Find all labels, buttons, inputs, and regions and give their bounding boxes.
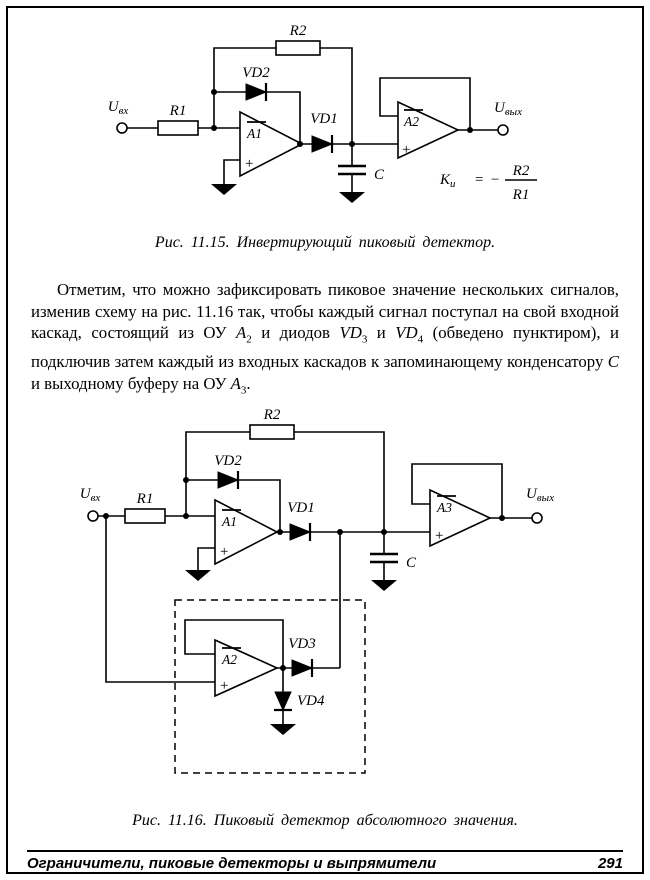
vd4-label: VD4 <box>297 693 325 709</box>
input-voltage-label: Uвх <box>108 99 129 117</box>
resistor-r1 <box>124 508 166 524</box>
opamp-a3-plus: + <box>435 528 443 544</box>
diode-vd2 <box>245 83 268 101</box>
input-terminal <box>87 510 99 522</box>
fig2-components <box>87 424 543 735</box>
fig1-labels: Uвх R1 R2 VD2 VD1 C A1 + A2 + Uвых <box>108 23 522 183</box>
junction-dot <box>277 529 283 535</box>
formula-numerator: R2 <box>512 163 530 179</box>
opamp-a1-plus: + <box>220 544 228 560</box>
junction-dot <box>103 513 109 519</box>
figure-11-16-caption: Рис. 11.16. Пиковый детектор абсолютного… <box>132 812 518 829</box>
ground-a1 <box>185 570 211 581</box>
diode-vd1 <box>311 135 334 153</box>
footer-divider <box>27 850 623 852</box>
junction-dot <box>349 141 355 147</box>
opamp-a1-label: A1 <box>221 514 237 529</box>
capacitor-c <box>370 552 398 564</box>
opamp-a2-plus: + <box>220 678 228 694</box>
page-footer: Ограничители, пиковые детекторы и выпрям… <box>27 855 623 872</box>
opamp-a2-body <box>397 100 460 160</box>
junction-dot <box>297 141 303 147</box>
vd2-label: VD2 <box>214 453 242 469</box>
opamp-a3-label: A3 <box>436 500 452 515</box>
footer-page-number: 291 <box>597 855 623 872</box>
opamp-a2-plus: + <box>402 142 410 158</box>
footer-chapter-title: Ограничители, пиковые детекторы и выпрям… <box>27 855 437 872</box>
c-label: C <box>406 555 417 571</box>
formula-minus: − <box>490 172 500 188</box>
ground-c <box>339 192 365 203</box>
junction-dot <box>337 529 343 535</box>
input-terminal <box>116 122 128 134</box>
opamp-a2-label: A2 <box>403 114 419 129</box>
ground-c <box>371 580 397 591</box>
junction-dot <box>499 515 505 521</box>
junction-dot <box>211 125 217 131</box>
formula-denominator: R1 <box>512 187 530 203</box>
output-voltage-label: Uвых <box>494 100 522 118</box>
junction-dot <box>183 513 189 519</box>
fig1-components <box>116 40 509 203</box>
diode-vd4 <box>274 691 292 712</box>
resistor-r2 <box>249 424 295 440</box>
output-terminal <box>531 512 543 524</box>
junction-dot <box>381 529 387 535</box>
r1-label: R1 <box>136 491 154 507</box>
resistor-r2 <box>275 40 321 56</box>
figure-11-15-circuit: Uвх R1 R2 VD2 VD1 C A1 + A2 + Uвых Ku = … <box>108 23 537 203</box>
junction-dot <box>280 665 286 671</box>
vd3-label: VD3 <box>288 636 316 652</box>
capacitor-c <box>338 164 366 176</box>
vd2-label: VD2 <box>242 65 270 81</box>
opamp-a1-plus: + <box>245 156 253 172</box>
opamp-a3-body <box>429 488 492 548</box>
formula-equals: = <box>474 172 484 188</box>
r1-label: R1 <box>169 103 187 119</box>
formula-ku: Ku <box>439 172 456 190</box>
junction-dot <box>467 127 473 133</box>
diode-vd2 <box>217 471 240 489</box>
diode-vd1 <box>289 523 312 541</box>
opamp-a1-body <box>239 110 304 178</box>
opamp-a2-body <box>214 638 279 698</box>
fig1-wires <box>127 47 498 192</box>
fig2-wires <box>98 431 532 724</box>
opamp-a1-body <box>214 498 279 566</box>
input-stage-dashed-box <box>174 599 366 774</box>
figure-11-16-circuit: Uвх R1 R2 VD2 VD1 VD3 VD4 C A1 + A3 + A2… <box>80 407 554 774</box>
ground-vd4 <box>270 724 296 735</box>
r2-label: R2 <box>289 23 307 39</box>
body-paragraph: Отметим, что можно зафиксировать пиковое… <box>31 280 619 397</box>
diode-vd3 <box>291 659 314 677</box>
gain-formula: Ku = − R2 R1 <box>439 163 537 203</box>
opamp-a2-label: A2 <box>221 652 237 667</box>
vd1-label: VD1 <box>310 111 338 127</box>
junction-dot <box>211 89 217 95</box>
input-voltage-label: Uвх <box>80 486 101 504</box>
ground-a1 <box>211 184 237 195</box>
resistor-r1 <box>157 120 199 136</box>
output-voltage-label: Uвых <box>526 486 554 504</box>
figure-11-15-caption: Рис. 11.15. Инвертирующий пиковый детект… <box>154 234 496 251</box>
output-terminal <box>497 124 509 136</box>
vd1-label: VD1 <box>287 500 315 516</box>
c-label: C <box>374 167 385 183</box>
fig2-labels: Uвх R1 R2 VD2 VD1 VD3 VD4 C A1 + A3 + A2… <box>80 407 554 709</box>
opamp-a1-label: A1 <box>246 126 262 141</box>
junction-dot <box>183 477 189 483</box>
r2-label: R2 <box>263 407 281 423</box>
